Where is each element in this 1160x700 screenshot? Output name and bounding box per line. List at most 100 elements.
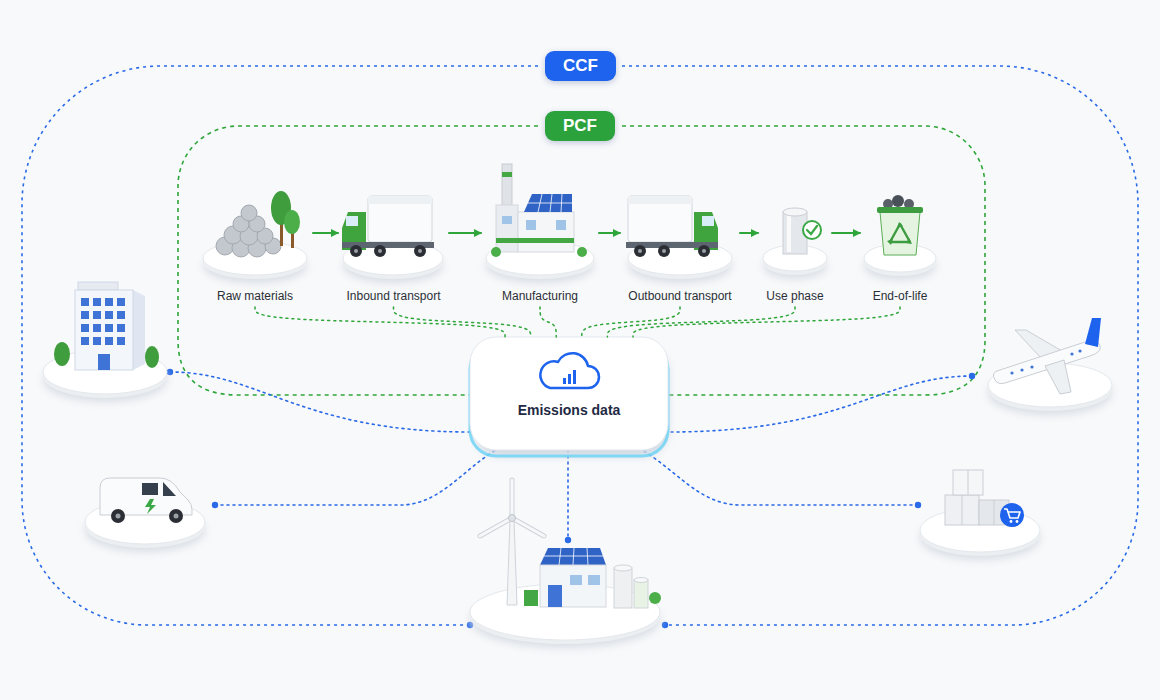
office-building-icon — [145, 346, 159, 368]
factory-icon — [528, 203, 572, 204]
airplane-icon — [1070, 352, 1073, 355]
energy-site-icon — [480, 480, 544, 536]
factory-icon — [502, 164, 512, 208]
link-dot — [915, 502, 921, 508]
factory-icon — [528, 194, 572, 212]
truck-icon — [414, 245, 426, 257]
truck-icon — [378, 249, 382, 253]
parcels-icon — [1004, 509, 1020, 518]
energy-site-icon — [573, 548, 574, 565]
office-building-icon — [117, 298, 125, 306]
office-building-icon — [75, 290, 133, 370]
truck-icon — [368, 196, 432, 204]
electric-van-icon — [85, 478, 205, 552]
raw-materials-icon — [280, 222, 283, 246]
raw-materials-icon — [284, 210, 300, 234]
factory-icon — [491, 164, 587, 257]
office-building-icon — [105, 298, 113, 306]
product-icon — [787, 214, 791, 252]
energy-site-icon — [480, 518, 512, 536]
lifecycle-stage: Raw materials — [201, 180, 309, 304]
node-label: Outbound transport — [628, 288, 731, 304]
link-dot — [565, 537, 571, 543]
energy-site-icon — [544, 548, 603, 565]
recycle-bin-icon — [877, 207, 923, 213]
recycle-bin-icon — [887, 222, 912, 245]
node-label: Emissions data — [518, 401, 621, 419]
data-link — [394, 307, 531, 337]
node-label: Manufacturing — [502, 288, 578, 304]
factory-icon — [502, 216, 512, 224]
data-hub: Emissions data — [470, 337, 668, 450]
platform — [343, 241, 443, 275]
truck-icon — [342, 196, 434, 257]
electric-van-icon — [145, 499, 156, 514]
link-dot — [969, 373, 975, 379]
node-label: End-of-life — [873, 288, 928, 304]
parcels-icon — [1010, 520, 1013, 523]
parcels-icon — [1016, 520, 1019, 523]
airplane-icon — [1085, 318, 1101, 347]
factory-icon — [577, 247, 587, 257]
energy-site-icon — [649, 592, 661, 604]
truck-icon — [626, 196, 718, 257]
factory-icon — [556, 220, 566, 230]
parcels-icon — [962, 470, 994, 525]
node-label: CCF — [563, 56, 598, 76]
electric-van-icon — [163, 482, 176, 496]
office-building-icon — [93, 311, 101, 319]
energy-site-icon — [540, 565, 606, 607]
airplane-icon — [988, 318, 1112, 415]
node-label: Raw materials — [217, 288, 293, 304]
flow-arrow — [449, 232, 481, 234]
office-building-icon — [105, 337, 113, 345]
link-dot — [212, 502, 218, 508]
flow-arrow — [740, 232, 758, 234]
parcels-icon — [994, 500, 995, 525]
energy-site-icon — [544, 556, 603, 557]
truck-icon — [354, 249, 358, 253]
office-building-icon — [81, 337, 89, 345]
data-hub-shape — [568, 374, 571, 384]
scope-pill: CCF — [545, 51, 616, 81]
airplane-icon — [1078, 349, 1081, 352]
office-building-icon — [117, 337, 125, 345]
energy-site-icon — [480, 480, 544, 536]
scope-pill: PCF — [545, 111, 615, 141]
office-building-icon — [93, 298, 101, 306]
office-building-icon — [81, 298, 125, 370]
parcels-icon — [945, 495, 979, 525]
airplane-icon — [1020, 368, 1023, 371]
office-building-icon — [93, 337, 101, 345]
truck-icon — [698, 245, 710, 257]
energy-site-icon — [507, 520, 517, 605]
product-icon — [807, 226, 817, 234]
connector-group — [255, 233, 900, 337]
factory-icon — [526, 220, 536, 230]
electric-van-icon — [111, 509, 125, 523]
recycle-bin-icon — [877, 195, 923, 255]
ccf-loop — [22, 66, 538, 625]
energy-site-icon — [512, 518, 544, 536]
energy-site-icon — [588, 575, 600, 585]
scope-link — [215, 450, 496, 505]
parcels-icon — [962, 495, 963, 525]
lifecycle-stage: Use phase — [762, 180, 828, 304]
scope-link — [642, 450, 918, 505]
link-dot — [167, 369, 173, 375]
energy-site-icon — [614, 565, 632, 571]
data-hub-shape — [563, 378, 566, 384]
product-icon — [783, 208, 821, 254]
office-building-icon — [117, 311, 125, 319]
pcf-loop — [178, 126, 985, 395]
electric-van-icon — [116, 514, 121, 519]
node-label: Inbound transport — [346, 288, 440, 304]
truck-icon — [346, 216, 358, 226]
energy-site-icon — [587, 548, 588, 565]
energy-site-icon — [510, 480, 515, 518]
link-dot — [167, 369, 975, 628]
airplane-icon — [1030, 365, 1033, 368]
flow-arrow — [832, 232, 860, 234]
